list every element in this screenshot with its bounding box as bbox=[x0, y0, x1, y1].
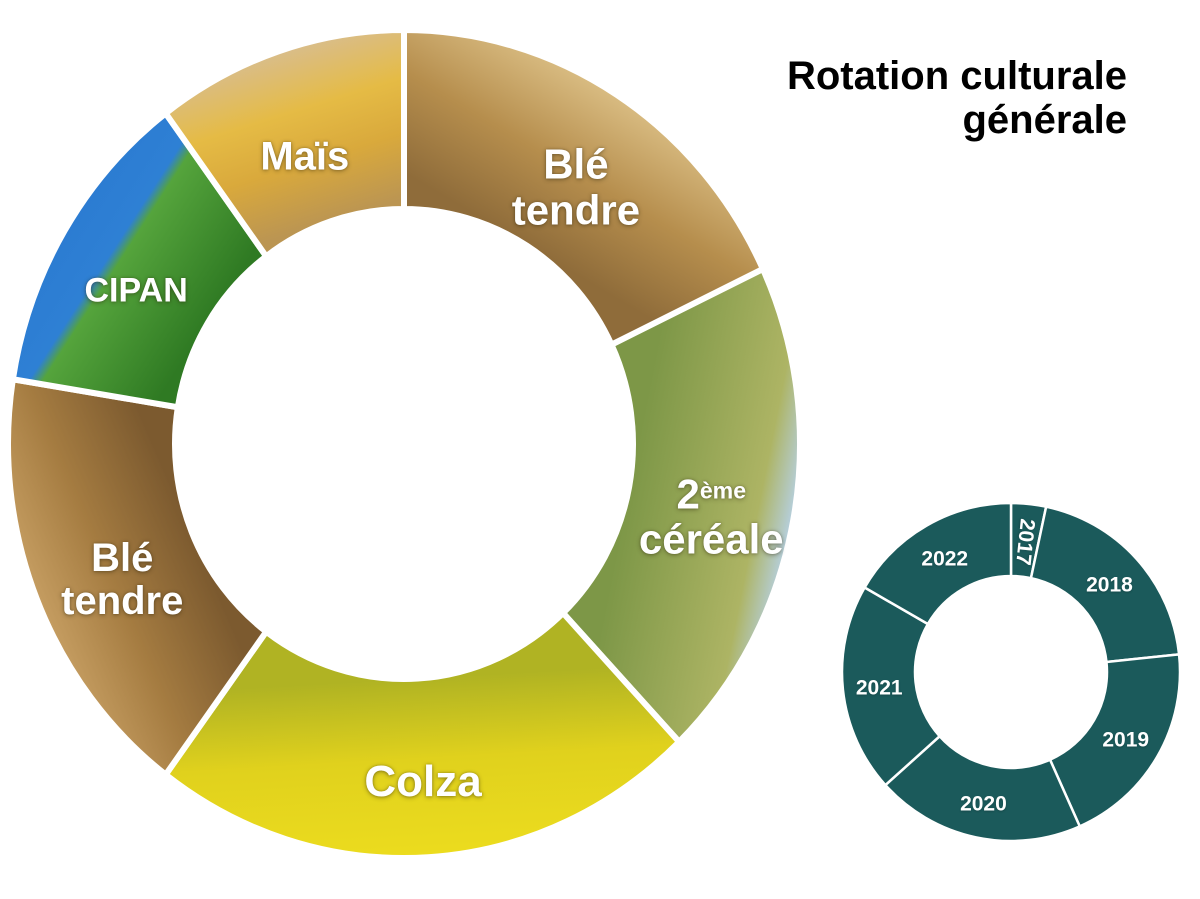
rotation-crops-donut bbox=[5, 26, 803, 862]
segment-y2019 bbox=[1048, 652, 1182, 829]
segment-y2020 bbox=[883, 734, 1082, 843]
segment-colza bbox=[161, 608, 684, 862]
segment-y2021 bbox=[840, 585, 942, 787]
rotation-years-donut bbox=[840, 501, 1182, 843]
segment-y2022 bbox=[862, 501, 1013, 626]
figure-title: Rotation culturale générale bbox=[787, 54, 1127, 142]
segment-mais bbox=[161, 26, 407, 261]
segment-deuxieme-cereale bbox=[558, 264, 803, 747]
figure-title-line2: générale bbox=[962, 98, 1127, 142]
segment-ble-tendre-2 bbox=[5, 375, 271, 779]
segment-y2018 bbox=[1029, 505, 1181, 664]
figure-title-line1: Rotation culturale bbox=[786, 54, 1127, 98]
segment-ble-tendre-1 bbox=[401, 26, 767, 349]
